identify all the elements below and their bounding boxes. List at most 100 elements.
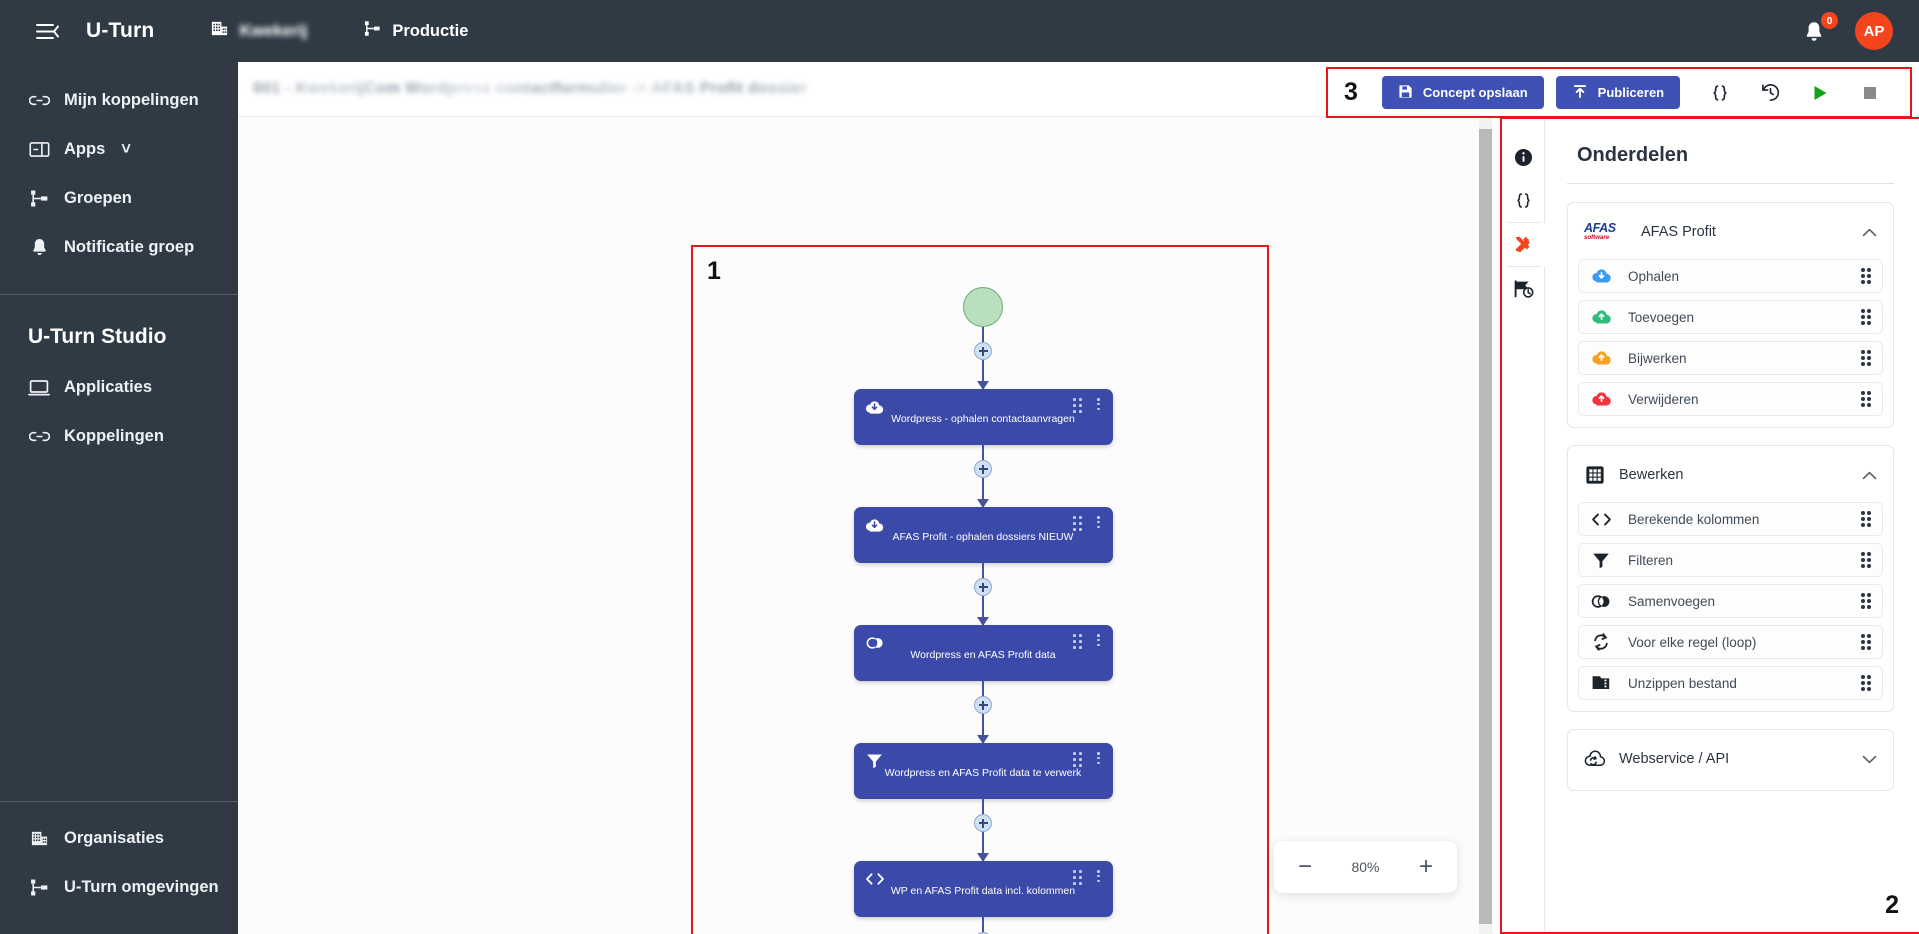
node-menu-icon[interactable]: [1096, 516, 1100, 529]
chevron-down-icon[interactable]: [1862, 752, 1877, 767]
canvas-scrollbar[interactable]: [1479, 117, 1492, 934]
add-step-button[interactable]: [974, 460, 992, 478]
toolbar-icon-group: [1705, 78, 1885, 108]
panel-group-header[interactable]: AFAS software AFAS Profit: [1578, 212, 1883, 252]
flow-node[interactable]: Wordpress en AFAS Profit data: [853, 625, 1113, 681]
drag-handle-icon[interactable]: [1861, 675, 1871, 691]
drag-handle-icon[interactable]: [1861, 350, 1871, 366]
chevron-up-icon[interactable]: [1862, 225, 1877, 240]
avatar[interactable]: AP: [1855, 12, 1893, 50]
chevron-up-icon[interactable]: [1862, 468, 1877, 483]
cloud-upload-icon: [1590, 347, 1612, 369]
sidebar-item-applicaties[interactable]: Applicaties: [0, 363, 238, 412]
stop-icon[interactable]: [1855, 78, 1885, 108]
node-label: Wordpress en AFAS Profit data te verwerk: [884, 767, 1082, 779]
component-item-samenvoegen[interactable]: Samenvoegen: [1578, 584, 1883, 618]
node-menu-icon[interactable]: [1096, 398, 1100, 411]
zoom-out-button[interactable]: −: [1298, 853, 1313, 880]
canvas-scrollbar-thumb[interactable]: [1479, 129, 1492, 924]
flow-node[interactable]: WP en AFAS Profit data incl. kolommen: [853, 861, 1113, 917]
sidebar-item-notificatie-groep[interactable]: Notificatie groep: [0, 223, 238, 272]
component-item-verwijderen[interactable]: Verwijderen: [1578, 382, 1883, 416]
info-icon[interactable]: [1503, 136, 1545, 179]
start-terminator[interactable]: [963, 287, 1003, 327]
building-icon: [28, 828, 50, 850]
arrow-head-icon: [977, 853, 989, 862]
drag-handle-icon[interactable]: [1861, 552, 1871, 568]
cloud-upload-icon: [1590, 306, 1612, 328]
drag-handle-icon[interactable]: [1861, 634, 1871, 650]
add-step-button[interactable]: [974, 342, 992, 360]
component-item-bijwerken[interactable]: Bijwerken: [1578, 341, 1883, 375]
zoom-in-button[interactable]: +: [1418, 853, 1433, 880]
add-step-button[interactable]: [974, 578, 992, 596]
connector: [974, 327, 992, 390]
rail-divider: [1506, 266, 1541, 267]
brand-title[interactable]: U-Turn: [86, 19, 155, 42]
code-braces-icon[interactable]: [1503, 179, 1545, 222]
cloud-sync-icon: [1584, 748, 1606, 770]
drag-handle-icon[interactable]: [1861, 391, 1871, 407]
page-title: 001 - KwekerijCom Wordpress contactformu…: [253, 80, 808, 97]
sidebar-primary-group: Mijn koppelingen Apps ˅: [0, 62, 238, 288]
component-item-ophalen[interactable]: Ophalen: [1578, 259, 1883, 293]
component-item-berekende-kolommen[interactable]: Berekende kolommen: [1578, 502, 1883, 536]
toolbar-annotated-region: 3 Concept opslaan Publiceren: [1326, 67, 1912, 118]
publish-button[interactable]: Publiceren: [1555, 76, 1681, 109]
panel-group-header[interactable]: Bewerken: [1578, 455, 1883, 495]
node-drag-handle[interactable]: [1072, 870, 1084, 887]
panel-group-header[interactable]: Webservice / API: [1578, 739, 1883, 779]
top-bar-left: U-Turn Kwekerij: [0, 14, 468, 48]
sidebar-item-organisaties[interactable]: Organisaties: [0, 814, 238, 863]
flow-node[interactable]: Wordpress en AFAS Profit data te verwerk: [853, 743, 1113, 799]
run-icon[interactable]: [1805, 78, 1835, 108]
sidebar-item-uturn-omgevingen[interactable]: U-Turn omgevingen: [0, 863, 238, 912]
component-item-unzippen-bestand[interactable]: Unzippen bestand: [1578, 666, 1883, 700]
tools-icon[interactable]: [1502, 223, 1545, 266]
node-drag-handle[interactable]: [1072, 516, 1084, 533]
drag-handle-icon[interactable]: [1861, 511, 1871, 527]
upload-icon: [1572, 84, 1588, 102]
drag-handle-icon[interactable]: [1861, 309, 1871, 325]
component-item-filteren[interactable]: Filteren: [1578, 543, 1883, 577]
hamburger-collapse-icon[interactable]: [30, 14, 64, 48]
component-item-label: Toevoegen: [1628, 309, 1695, 325]
node-drag-handle[interactable]: [1072, 634, 1084, 651]
node-drag-handle[interactable]: [1072, 398, 1084, 415]
drag-handle-icon[interactable]: [1861, 593, 1871, 609]
node-menu-icon[interactable]: [1096, 752, 1100, 765]
component-item-voor-elke-regel-loop[interactable]: Voor elke regel (loop): [1578, 625, 1883, 659]
sidebar-divider-bottom: [0, 801, 238, 802]
node-menu-icon[interactable]: [1096, 634, 1100, 647]
sidebar-item-koppelingen[interactable]: Koppelingen: [0, 412, 238, 461]
add-step-button[interactable]: [974, 814, 992, 832]
sidebar-item-mijn-koppelingen[interactable]: Mijn koppelingen: [0, 76, 238, 125]
sidebar-studio-title: U-Turn Studio: [28, 325, 167, 348]
sidebar-item-apps[interactable]: Apps ˅: [0, 125, 238, 174]
component-item-label: Samenvoegen: [1628, 593, 1716, 609]
component-item-toevoegen[interactable]: Toevoegen: [1578, 300, 1883, 334]
grid-icon: [1584, 464, 1606, 486]
sidebar-item-groepen[interactable]: Groepen: [0, 174, 238, 223]
add-step-button[interactable]: [974, 696, 992, 714]
annotation-label-3: 3: [1344, 78, 1358, 106]
history-icon[interactable]: [1755, 78, 1785, 108]
node-menu-icon[interactable]: [1096, 870, 1100, 883]
flag-clock-icon[interactable]: [1503, 267, 1545, 310]
flow-node[interactable]: Wordpress - ophalen contactaanvragen: [853, 389, 1113, 445]
organisation-name: Kwekerij: [239, 21, 308, 40]
flow-node[interactable]: AFAS Profit - ophalen dossiers NIEUW: [853, 507, 1113, 563]
organisation-chip[interactable]: Kwekerij: [210, 19, 307, 43]
node-drag-handle[interactable]: [1072, 752, 1084, 769]
cloud-download-icon: [865, 515, 885, 535]
environment-chip[interactable]: Productie: [363, 19, 468, 43]
save-draft-button[interactable]: Concept opslaan: [1381, 76, 1544, 109]
drag-handle-icon[interactable]: [1861, 268, 1871, 284]
flow-canvas[interactable]: 1: [238, 117, 1494, 934]
filter-icon: [865, 751, 885, 771]
component-item-label: Berekende kolommen: [1628, 511, 1760, 527]
top-bar-right: 0 AP: [1803, 12, 1919, 50]
arrow-head-icon: [977, 735, 989, 744]
code-braces-icon[interactable]: [1705, 78, 1735, 108]
notification-bell-button[interactable]: 0: [1803, 12, 1838, 45]
